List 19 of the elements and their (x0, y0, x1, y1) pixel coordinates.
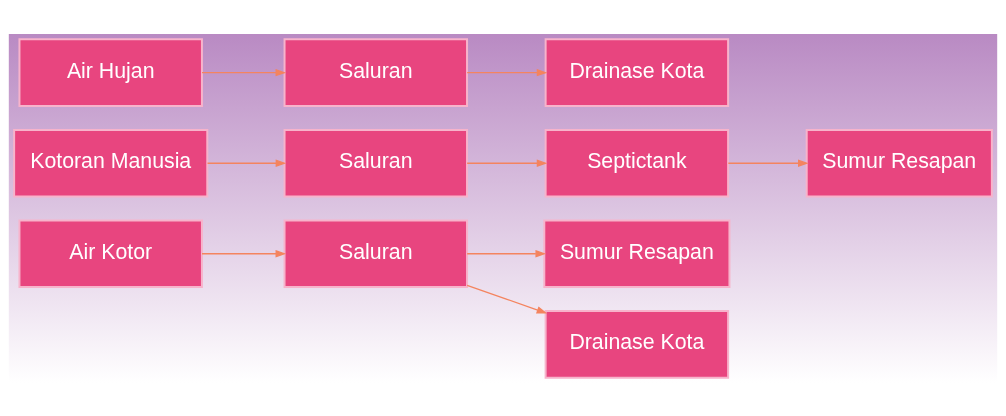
node-box: Sumur Resapan (543, 219, 731, 288)
node-box: Drainase Kota (544, 37, 730, 107)
arrow (201, 249, 287, 258)
arrow (206, 158, 287, 167)
node-box: Air Kotor (18, 219, 203, 288)
arrow (466, 68, 548, 76)
node-box: Air Hujan (18, 37, 203, 107)
arrow (466, 158, 548, 167)
arrow (466, 284, 548, 313)
arrow (201, 68, 287, 76)
node-box: Sumur Resapan (805, 128, 993, 197)
node-box: Drainase Kota (544, 309, 730, 379)
node-box: Saluran (283, 37, 469, 107)
arrow (727, 158, 809, 167)
node-box: Saluran (283, 219, 469, 288)
node-box: Kotoran Manusia (13, 128, 209, 197)
arrow (466, 249, 547, 258)
node-box: Saluran (283, 128, 469, 197)
node-box: Septictank (544, 128, 730, 197)
